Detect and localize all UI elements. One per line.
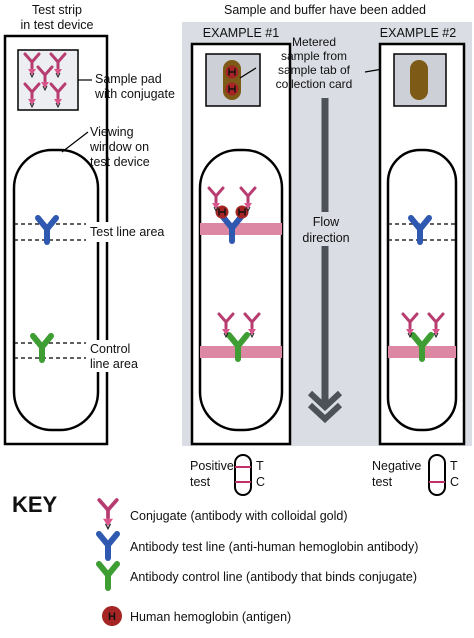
example-1-window: [198, 148, 284, 432]
callout-metered-4: collection card: [276, 77, 353, 91]
key-antibody-control: Antibody control line (antibody that bin…: [130, 570, 417, 584]
example-2-strip: [378, 42, 466, 446]
antibody-green-icon: [99, 564, 117, 588]
callout-control-2: line area: [90, 357, 138, 371]
positive-result-window: [234, 454, 252, 496]
callout-viewing-2: window on: [89, 140, 149, 154]
example-2-metered-sample: [410, 60, 428, 100]
negative-t-label: T: [450, 459, 458, 473]
positive-c-label: C: [256, 475, 265, 489]
antibody-blue-icon: [99, 534, 117, 558]
negative-label-2: test: [372, 475, 393, 489]
left-title-line1: Test strip: [32, 3, 82, 17]
callout-metered-3: sample tab of: [278, 63, 351, 77]
callout-control-1: Control: [90, 342, 130, 356]
flow-arrow: [307, 98, 343, 424]
callout-viewing-1: Viewing: [90, 125, 134, 139]
key-antibody-test: Antibody test line (anti-human hemoglobi…: [130, 540, 418, 554]
positive-label-1: Positive: [190, 459, 234, 473]
flow-direction-2: direction: [302, 231, 349, 245]
hemoglobin-icon: [102, 606, 122, 626]
example-2-label: EXAMPLE #2: [380, 26, 456, 40]
flow-direction-1: Flow: [313, 215, 340, 229]
example-1-strip: [190, 42, 292, 446]
example-1-label: EXAMPLE #1: [203, 26, 279, 40]
callout-metered-2: sample from: [281, 49, 347, 63]
negative-c-label: C: [450, 475, 459, 489]
positive-t-label: T: [256, 459, 264, 473]
key-hemoglobin-symbol: H: [108, 611, 116, 623]
callout-metered-1: Metered: [292, 35, 336, 49]
conjugate-icon: [97, 498, 119, 531]
key-hemoglobin: Human hemoglobin (antigen): [130, 610, 291, 624]
example-2-window: [386, 148, 458, 432]
negative-label-1: Negative: [372, 459, 421, 473]
key-title: KEY: [12, 492, 58, 517]
sample-pad: [17, 49, 79, 111]
example-1-test-line: [200, 223, 282, 235]
right-title: Sample and buffer have been added: [224, 3, 426, 17]
callout-sample-pad-1: Sample pad: [95, 72, 162, 86]
key-conjugate: Conjugate (antibody with colloidal gold): [130, 509, 348, 523]
callout-viewing-3: test device: [90, 155, 150, 169]
viewing-window: [12, 148, 100, 432]
negative-result-window: [428, 454, 446, 496]
callout-sample-pad-2: with conjugate: [94, 87, 175, 101]
callout-test-line-area: Test line area: [90, 225, 164, 239]
left-title-line2: in test device: [21, 18, 94, 32]
positive-label-2: test: [190, 475, 211, 489]
